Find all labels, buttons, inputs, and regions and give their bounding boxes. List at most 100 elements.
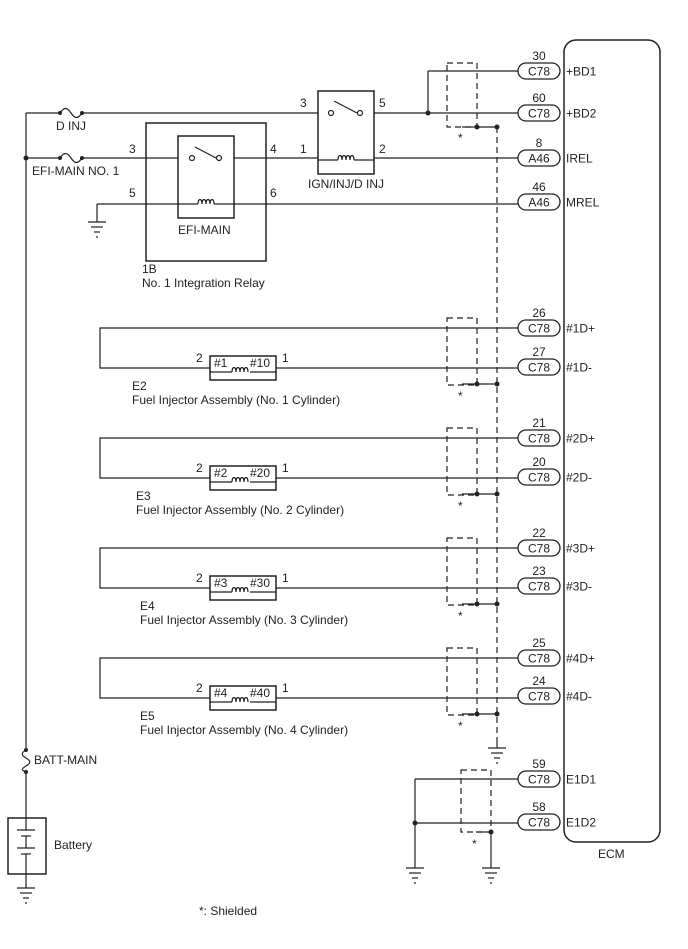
connector-code: C78 [528,816,550,830]
terminal-signal: #2D+ [566,432,595,446]
shield-mark: * [458,499,463,513]
injector-name: Fuel Injector Assembly (No. 3 Cylinder) [140,613,348,627]
ecm-label: ECM [598,847,625,861]
injector-left-label: #3 [214,576,228,590]
injector-coil-icon [231,366,249,373]
terminal-signal: MREL [566,196,600,210]
connector-pill [517,770,561,788]
ecm-box [563,39,661,843]
injector-wire [99,327,518,369]
terminal-pin: 58 [532,800,546,814]
connector-pill [517,193,561,211]
injector-pin: 1 [282,571,289,585]
connector-pill [517,358,561,376]
terminal-pin: 21 [532,416,546,430]
injector-wire [99,657,518,699]
fuse-terminal [24,770,28,774]
injector-left-label: #1 [214,356,228,370]
terminal-signal: #1D- [566,361,592,375]
injector-code: E5 [140,709,155,723]
injector-name: Fuel Injector Assembly (No. 4 Cylinder) [140,723,348,737]
relay-switch-icon [188,146,223,162]
injector-name: Fuel Injector Assembly (No. 1 Cylinder) [132,393,340,407]
junction-dot [474,124,480,130]
connector-pill [517,539,561,557]
efi-main-fuse-icon [59,152,83,164]
fuse-terminal [24,748,28,752]
injector-pin: 2 [196,681,203,695]
connector-code: C78 [528,322,550,336]
terminal-signal: IREL [566,152,593,166]
connector-pill [517,62,561,80]
junction-dot [494,381,500,387]
ign-relay-box [317,90,375,175]
integration-relay-box [145,122,267,262]
ground-icon [406,867,424,884]
terminal-pin: 26 [532,306,546,320]
connector-pill [517,577,561,595]
terminal-pin: 25 [532,636,546,650]
connector-code: C78 [528,580,550,594]
terminal-signal: E1D2 [566,816,596,830]
injector-wire [99,437,518,479]
connector-code: C78 [528,542,550,556]
terminal-pin: 30 [532,49,546,63]
connector-code: C78 [528,471,550,485]
connector-pill [517,813,561,831]
injector-pin: 1 [282,681,289,695]
shield-box [446,427,478,496]
injector-right-label: #10 [250,356,270,370]
terminal-signal: E1D1 [566,773,596,787]
injector-coil-icon [231,476,249,483]
connector-code: C78 [528,361,550,375]
injector-box [209,355,277,381]
connector-pill [517,319,561,337]
ecm-terminals: C7830+BD1C7860+BD2A468IRELA4646MRELC7826… [517,49,600,831]
injector-name: Fuel Injector Assembly (No. 2 Cylinder) [136,503,344,517]
terminal-pin: 8 [536,136,543,150]
ground-icon [17,887,35,904]
battery-box [7,817,47,875]
battery-label: Battery [54,838,92,852]
shield-box [446,647,478,716]
injector-pin: 1 [282,461,289,475]
efi-main-relay-label: EFI-MAIN [178,223,231,237]
shield-box [460,769,492,833]
connector-code: C78 [528,107,550,121]
efi-main-fuse-label: EFI-MAIN NO. 1 [32,164,120,178]
junction-dot [474,711,480,717]
d-inj-fuse-icon [59,107,83,119]
junction-dot [494,601,500,607]
connector-code: C78 [528,690,550,704]
connector-code: A46 [528,152,550,166]
integration-relay-name: No. 1 Integration Relay [142,276,265,290]
connector-pill [517,149,561,167]
terminal-pin: 22 [532,526,546,540]
shield-box [446,317,478,386]
terminal-pin: 20 [532,455,546,469]
connector-code: C78 [528,652,550,666]
shield-mark: * [458,389,463,403]
terminal-pin: 27 [532,345,546,359]
relay-pin: 3 [129,142,136,156]
terminal-signal: #3D- [566,580,592,594]
injector-code: E3 [136,489,151,503]
injector-box [209,685,277,711]
relay-switch-icon [327,100,364,117]
terminal-signal: #2D- [566,471,592,485]
connector-code: C78 [528,65,550,79]
relay-pin: 5 [129,186,136,200]
shield-mark: * [472,837,477,851]
